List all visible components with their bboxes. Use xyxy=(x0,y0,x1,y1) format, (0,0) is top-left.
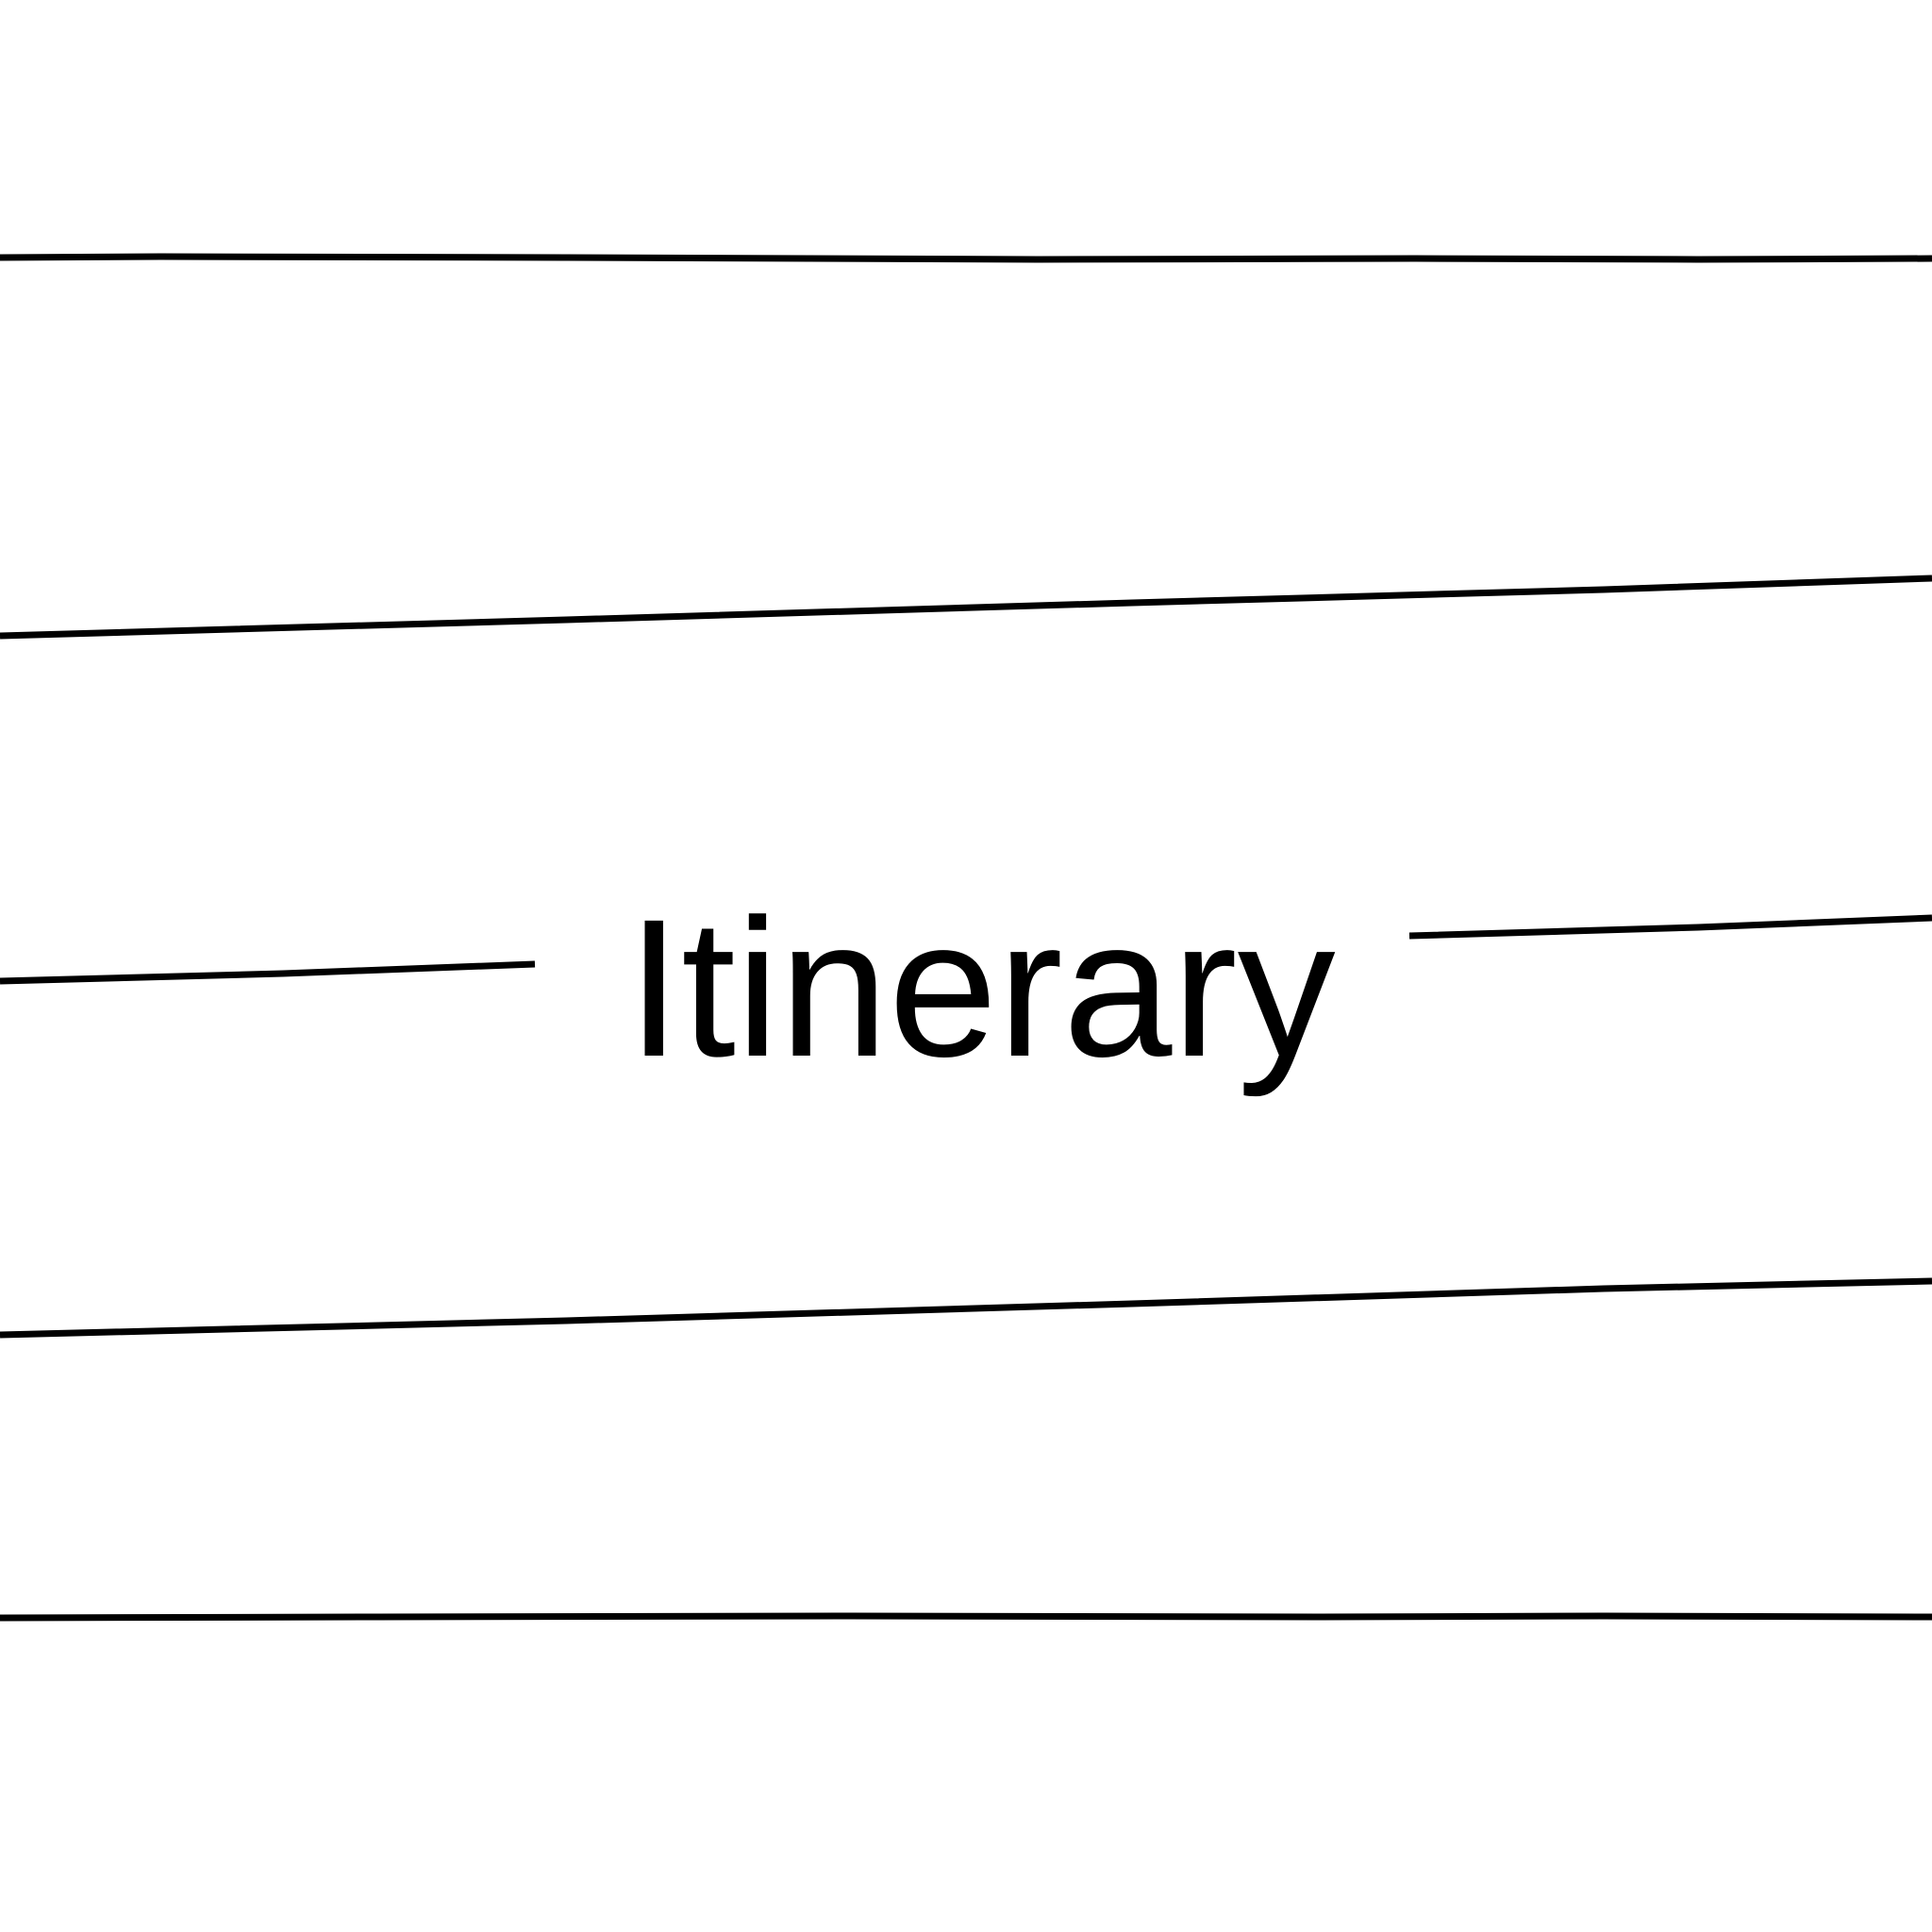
rule-line-left-of-title xyxy=(0,960,536,985)
rule-line-lower xyxy=(0,1277,1932,1339)
rule-line-bottom xyxy=(0,1612,1932,1622)
page-title: Itinerary xyxy=(626,879,1336,1098)
rule-line-upper xyxy=(0,575,1932,640)
rule-line-right-of-title xyxy=(1408,914,1932,940)
rule-line-top xyxy=(0,253,1932,263)
